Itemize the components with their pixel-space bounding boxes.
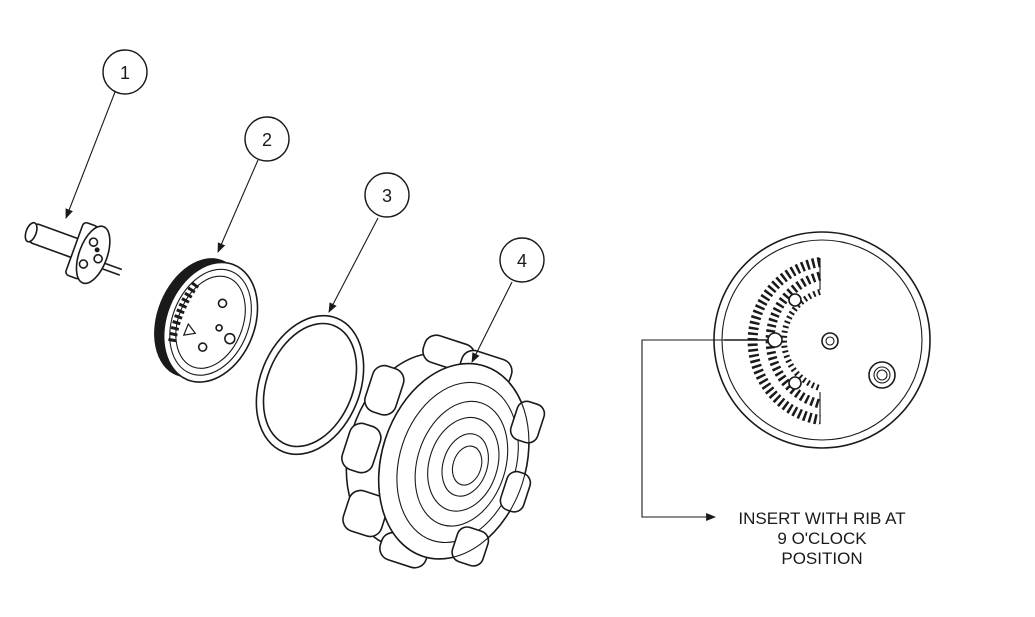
callout-label-1: 1 [120,63,130,83]
leader-line-2 [217,159,259,253]
part-1-stem-pin [24,221,123,285]
leader-line-3 [328,217,379,313]
part-2-insert-disk [154,258,259,383]
callout-label-2: 2 [262,130,272,150]
leader-line-1 [65,91,116,219]
note-line-2: 9 O'CLOCK [777,529,867,548]
part-4-nut-cap [341,334,546,569]
callout-4: 4 [471,237,545,363]
note-line-3: POSITION [781,549,862,568]
callout-1: 1 [65,49,148,219]
note-leader [641,339,738,521]
leader-line-4 [471,281,513,363]
callout-2: 2 [217,116,290,253]
callout-3: 3 [328,172,410,313]
callout-label-3: 3 [382,186,392,206]
part-3-o-ring [255,314,365,456]
callout-label-4: 4 [517,251,527,271]
note-line-1: INSERT WITH RIB AT [738,509,905,528]
insert-detail-view [713,231,931,449]
insertion-note: INSERT WITH RIB AT 9 O'CLOCK POSITION [738,509,905,568]
